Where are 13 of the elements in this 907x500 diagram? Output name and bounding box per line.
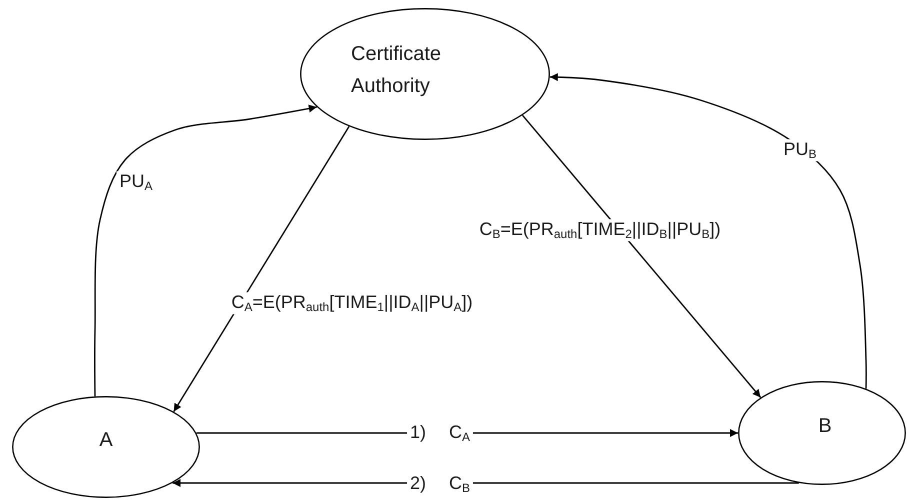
arrow [550, 73, 867, 389]
arrow [94, 104, 317, 396]
arrow [172, 479, 799, 487]
ellipse-node [12, 396, 200, 498]
ellipse-node [300, 8, 550, 140]
edge-label: 2) C$_{B}$ [406, 473, 474, 495]
arrow [522, 114, 762, 398]
edge-label: 1) C$_{A}$ [406, 422, 474, 444]
node-label: B [817, 414, 833, 439]
arrow [173, 126, 350, 412]
ellipse-node [738, 381, 906, 485]
node-label: Certificate Authority [351, 42, 442, 99]
node-label: A [98, 428, 114, 453]
